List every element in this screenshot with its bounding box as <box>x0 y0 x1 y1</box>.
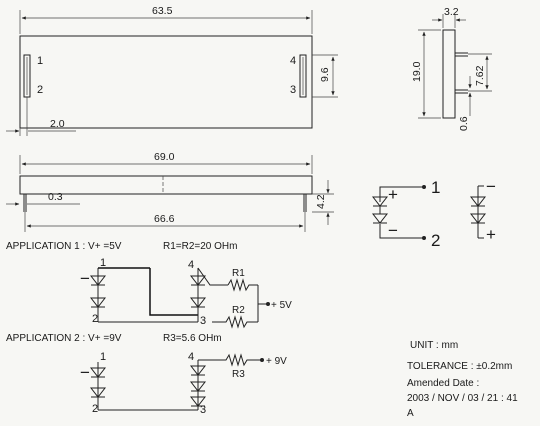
app1-resistors: R1=R2=20 OHm <box>163 241 237 252</box>
app2-title: APPLICATION 2 : V+ =9V <box>6 333 122 344</box>
dim-overall-length: 69.0 <box>154 151 175 163</box>
top-view: 1 2 4 3 63.5 9.6 2.0 <box>6 5 338 136</box>
polarity-right: − + <box>469 177 496 244</box>
app2-pin-2: 2 <box>92 403 98 415</box>
note-amended-label: Amended Date : <box>407 378 479 389</box>
application-1: APPLICATION 1 : V+ =5V R1=R2=20 OHm − 1 … <box>6 241 292 329</box>
dim-edge-offset: 2.0 <box>50 118 65 130</box>
application-2: APPLICATION 2 : V+ =9V R3=5.6 OHm − 1 2 … <box>6 333 287 416</box>
polarity-right-minus: − <box>486 177 496 196</box>
app1-supply: + 5V <box>271 300 292 311</box>
side-view-body <box>442 29 456 119</box>
app2-pin-1: 1 <box>100 351 106 363</box>
polarity-left-plus: + <box>388 185 398 204</box>
app1-pin-1: 1 <box>100 257 106 269</box>
app1-r2: R2 <box>232 305 245 316</box>
top-pin-2: 2 <box>37 84 43 96</box>
dim-lead-thickness: 0.6 <box>458 116 470 131</box>
app2-supply: + 9V <box>266 356 287 367</box>
top-pin-4: 4 <box>290 55 296 67</box>
app1-pin-3: 3 <box>200 315 206 327</box>
dim-lead-span: 66.6 <box>154 213 175 225</box>
app1-minus: − <box>80 269 90 288</box>
app1-pin-4: 4 <box>188 259 194 271</box>
app1-r1: R1 <box>232 268 245 279</box>
polarity-pin-1: 1 <box>431 178 440 197</box>
app2-pin-4: 4 <box>188 351 194 363</box>
note-amended-value: 2003 / NOV / 03 / 21 : 41 <box>407 393 518 404</box>
polarity-left: + − 1 2 <box>371 178 440 250</box>
top-view-body <box>19 35 313 129</box>
dim-side-height: 19.0 <box>411 61 423 82</box>
note-tolerance: TOLERANCE : ±0.2mm <box>407 361 512 372</box>
side-view: 3.2 19.0 7.62 0.6 <box>411 6 492 131</box>
dim-lead-offset: 0.3 <box>48 191 63 203</box>
front-view: 69.0 0.3 66.6 4.2 <box>6 151 334 232</box>
notes: UNIT : mm TOLERANCE : ±0.2mm Amended Dat… <box>407 340 518 419</box>
polarity-pin-2: 2 <box>431 231 440 250</box>
app2-r3: R3 <box>232 369 245 380</box>
dim-pin-pitch: 7.62 <box>474 65 486 86</box>
app2-resistors: R3=5.6 OHm <box>163 333 222 344</box>
polarity-right-plus: + <box>486 225 496 244</box>
dim-length: 63.5 <box>152 5 173 17</box>
polarity-left-minus: − <box>388 221 398 240</box>
app1-pin-2: 2 <box>92 313 98 325</box>
top-view-pin-slot-right <box>299 54 307 98</box>
dim-side-width: 3.2 <box>444 6 459 18</box>
note-unit: UNIT : mm <box>410 340 458 351</box>
app2-pin-3: 3 <box>200 404 206 416</box>
note-revision: A <box>407 408 414 419</box>
top-pin-3: 3 <box>290 84 296 96</box>
front-view-body <box>19 175 313 195</box>
top-pin-1: 1 <box>37 55 43 67</box>
app1-title: APPLICATION 1 : V+ =5V <box>6 241 122 252</box>
dim-front-height: 4.2 <box>315 194 327 209</box>
dim-pin-spacing: 9.6 <box>319 67 331 82</box>
app2-minus: − <box>80 363 90 382</box>
